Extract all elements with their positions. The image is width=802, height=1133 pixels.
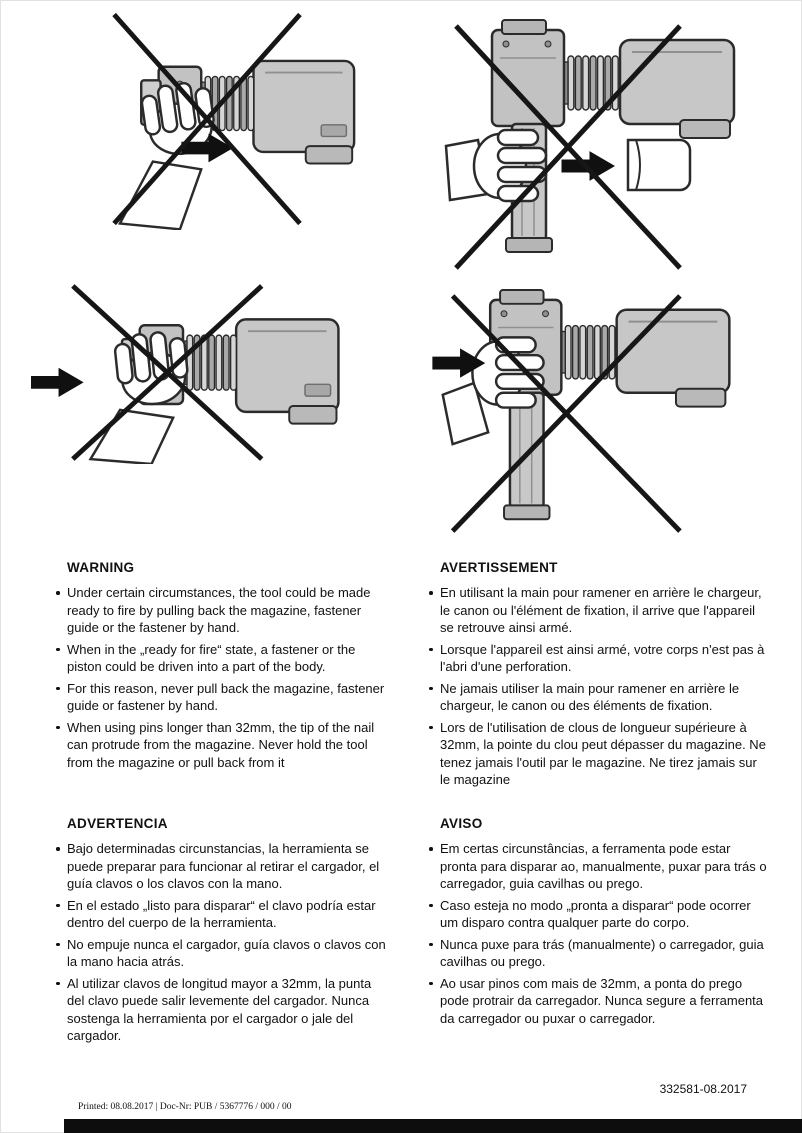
figure-no-pushing-fastener-guide <box>22 282 344 464</box>
warning-bullet: Nunca puxe para trás (manualmente) o car… <box>428 936 768 971</box>
bullet-dot <box>56 981 60 985</box>
bullet-text: Under certain circumstances, the tool co… <box>67 585 371 635</box>
figure-no-pulling-magazine <box>428 16 758 278</box>
warning-bullet-list: Under certain circumstances, the tool co… <box>55 584 389 771</box>
prohibition-cross-line <box>71 284 264 461</box>
bullet-dot <box>429 942 433 946</box>
section-heading-avertissement: AVERTISSEMENT <box>440 560 558 575</box>
prohibition-cross-line <box>112 12 302 226</box>
figure-4-svg <box>432 288 731 533</box>
bullet-dot <box>429 686 433 690</box>
bullet-dot <box>56 591 60 595</box>
print-margin-bar <box>64 1119 802 1133</box>
document-code: 332581-08.2017 <box>659 1082 747 1096</box>
warning-bullet: Under certain circumstances, the tool co… <box>55 584 389 637</box>
warning-bullet-list: En utilisant la main pour ramener en arr… <box>428 584 768 789</box>
bullet-text: When using pins longer than 32mm, the ti… <box>67 719 375 770</box>
warning-bullet: Ne jamais utiliser la main pour ramener … <box>428 680 768 715</box>
figure-1-svg <box>112 12 356 230</box>
section-heading-advertencia: ADVERTENCIA <box>67 816 168 831</box>
section-warning-pt: AVISO Em certas circunstâncias, a ferram… <box>428 816 768 1031</box>
bullet-dot <box>56 847 60 851</box>
section-warning-fr: AVERTISSEMENT En utilisant la main pour … <box>428 560 768 793</box>
prohibition-cross-line <box>454 24 682 270</box>
warning-bullet-list: Em certas circunstâncias, a ferramenta p… <box>428 840 768 1027</box>
warning-bullet: Em certas circunstâncias, a ferramenta p… <box>428 840 768 893</box>
warning-bullet: Lors de l'utilisation de clous de longue… <box>428 719 768 789</box>
warning-bullet: Ao usar pinos com mais de 32mm, a ponta … <box>428 975 768 1028</box>
warning-bullet: Lorsque l'appareil est ainsi armé, votre… <box>428 641 768 676</box>
warning-bullet-list: Bajo determinadas circunstancias, la her… <box>55 840 389 1045</box>
warning-bullet: En utilisant la main pour ramener en arr… <box>428 584 768 637</box>
bullet-text: For this reason, never pull back the mag… <box>67 680 385 714</box>
bullet-text: Ne jamais utiliser la main pour ramener … <box>440 680 740 714</box>
bullet-dot <box>56 647 60 651</box>
bullet-dot <box>429 647 433 651</box>
warning-bullet: Bajo determinadas circunstancias, la her… <box>55 840 389 893</box>
section-heading-aviso: AVISO <box>440 816 483 831</box>
warning-bullet: No empuje nunca el cargador, guía clavos… <box>55 936 389 971</box>
direction-arrow <box>31 368 84 397</box>
figure-no-pushing-magazine <box>424 288 756 540</box>
figure-3-svg <box>31 284 340 464</box>
wrist-drawing <box>441 381 490 446</box>
bullet-text: No empuje nunca el cargador, guía clavos… <box>67 936 386 970</box>
bullet-text: Al utilizar clavos de longitud mayor a 3… <box>67 975 372 1044</box>
warning-bullet: When in the „ready for fire“ state, a fa… <box>55 641 389 676</box>
bullet-dot <box>429 847 433 851</box>
bullet-dot <box>429 903 433 907</box>
section-warning-es: ADVERTENCIA Bajo determinadas circunstan… <box>55 816 389 1049</box>
warning-bullet: Caso esteja no modo „pronta a disparar“ … <box>428 897 768 932</box>
warning-bullet: Al utilizar clavos de longitud mayor a 3… <box>55 975 389 1045</box>
bullet-text: En el estado „listo para disparar“ el cl… <box>67 897 376 931</box>
warning-bullet: For this reason, never pull back the mag… <box>55 680 389 715</box>
bullet-dot <box>429 591 433 595</box>
section-heading-warning: WARNING <box>67 560 135 575</box>
bullet-text: Caso esteja no modo „pronta a disparar“ … <box>440 897 751 931</box>
print-info: Printed: 08.08.2017 | Doc-Nr: PUB / 5367… <box>78 1102 292 1112</box>
bullet-text: Ao usar pinos com mais de 32mm, a ponta … <box>440 975 764 1026</box>
bullet-text: Lorsque l'appareil est ainsi armé, votre… <box>440 641 765 675</box>
bullet-dot <box>56 903 60 907</box>
bullet-text: Lors de l'utilisation de clous de longue… <box>440 719 766 788</box>
bullet-text: When in the „ready for fire“ state, a fa… <box>67 641 356 675</box>
bullet-dot <box>56 725 60 729</box>
prohibition-cross-line <box>450 294 682 533</box>
bullet-text: En utilisant la main pour ramener en arr… <box>440 585 762 635</box>
warning-bullet: When using pins longer than 32mm, the ti… <box>55 719 389 772</box>
bullet-dot <box>429 725 433 729</box>
bullet-dot <box>429 981 433 985</box>
figure-no-pulling-fastener-guide <box>58 8 358 230</box>
section-warning-en: WARNING Under certain circumstances, the… <box>55 560 389 775</box>
wrist-drawing <box>88 408 175 464</box>
bullet-text: Nunca puxe para trás (manualmente) o car… <box>440 936 764 970</box>
sleeve-cuff-drawing <box>626 138 692 192</box>
bullet-dot <box>56 942 60 946</box>
warning-bullet: En el estado „listo para disparar“ el cl… <box>55 897 389 932</box>
bullet-dot <box>56 686 60 690</box>
bullet-text: Bajo determinadas circunstancias, la her… <box>67 841 380 891</box>
bullet-text: Em certas circunstâncias, a ferramenta p… <box>440 841 767 891</box>
figure-2-svg <box>444 18 736 270</box>
